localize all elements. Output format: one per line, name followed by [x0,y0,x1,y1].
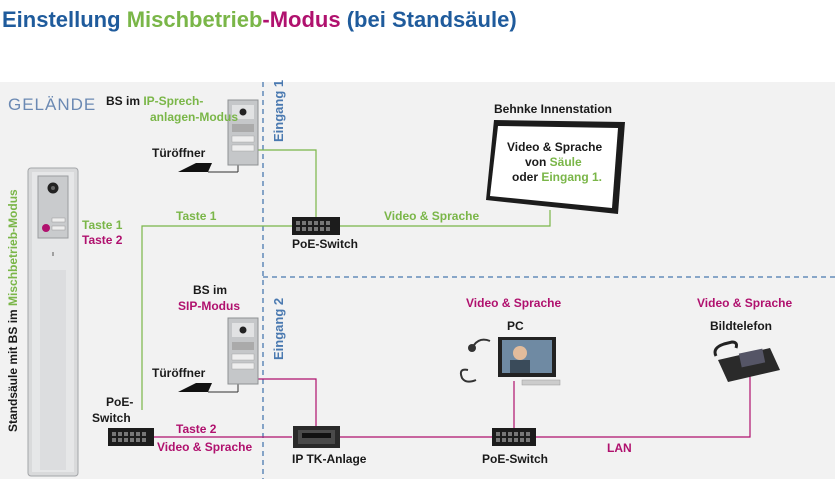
title-part1: Einstellung [2,7,127,32]
title-part2: Mischbetrieb [126,7,263,32]
background-panel [0,82,835,479]
bs-ip-unit-graphic [227,99,259,166]
pc-graphic [459,337,561,386]
door-opener-1-label: Türöffner [152,146,206,160]
area-label: GELÄNDE [8,95,97,114]
page-title: Einstellung Mischbetrieb-Modus (bei Stan… [2,6,517,34]
screen-line3: oder Eingang 1. [512,170,603,184]
link-video-sprache-bottom: Video & Sprache [157,440,253,454]
indoor-station-graphic [486,120,625,214]
poe-switch-top-label: PoE-Switch [292,237,359,251]
link-video-sprache-top: Video & Sprache [384,209,480,223]
poe-switch-top-graphic [292,217,340,235]
standsaeule-graphic [27,167,79,477]
poe-switch-bottom-graphic [492,428,536,446]
link-taste1-label: Taste 1 [176,209,217,223]
screen-line2: von Säule [525,155,582,169]
poe-switch-left-label-1: PoE- [106,395,134,409]
poe-switch-left-graphic [108,428,154,446]
bs-sip-label-line2: SIP-Modus [178,299,240,313]
column-taste1-label: Taste 1 [82,218,123,232]
ip-tk-graphic [293,426,340,448]
link-video-sprache-pc: Video & Sprache [466,296,562,310]
pc-label: PC [507,319,524,333]
magenta-links [152,372,751,438]
poe-switch-left-label-2: Switch [92,411,131,425]
bs-ip-label-line1: BS im IP-Sprech- [106,94,204,108]
link-video-sprache-phone: Video & Sprache [697,296,793,310]
bs-ip-label-line2: anlagen-Modus [150,110,239,124]
column-taste2-label: Taste 2 [82,233,123,247]
link-taste2-label: Taste 2 [176,422,217,436]
eingang1-label: Eingang 1 [271,79,286,142]
title-part5: (bei Standsäule) [340,7,517,32]
link-lan-label: LAN [607,441,632,455]
title-part4: Modus [269,7,341,32]
phone-graphic [713,340,780,382]
indoor-station-label: Behnke Innenstation [494,102,613,116]
ip-tk-label: IP TK-Anlage [292,452,367,466]
eingang2-label: Eingang 2 [271,297,286,360]
poe-switch-bottom-label: PoE-Switch [482,452,549,466]
bs-sip-unit-graphic [227,317,259,385]
screen-line1: Video & Sprache [507,140,603,154]
title-part3: - [262,7,270,32]
phone-label: Bildtelefon [710,319,772,333]
bs-sip-label-line1: BS im [193,283,228,297]
green-links [141,149,551,410]
column-label: Standsäule mit BS im Mischbetrieb-Modus [6,189,20,432]
door-opener-2-label: Türöffner [152,366,206,380]
